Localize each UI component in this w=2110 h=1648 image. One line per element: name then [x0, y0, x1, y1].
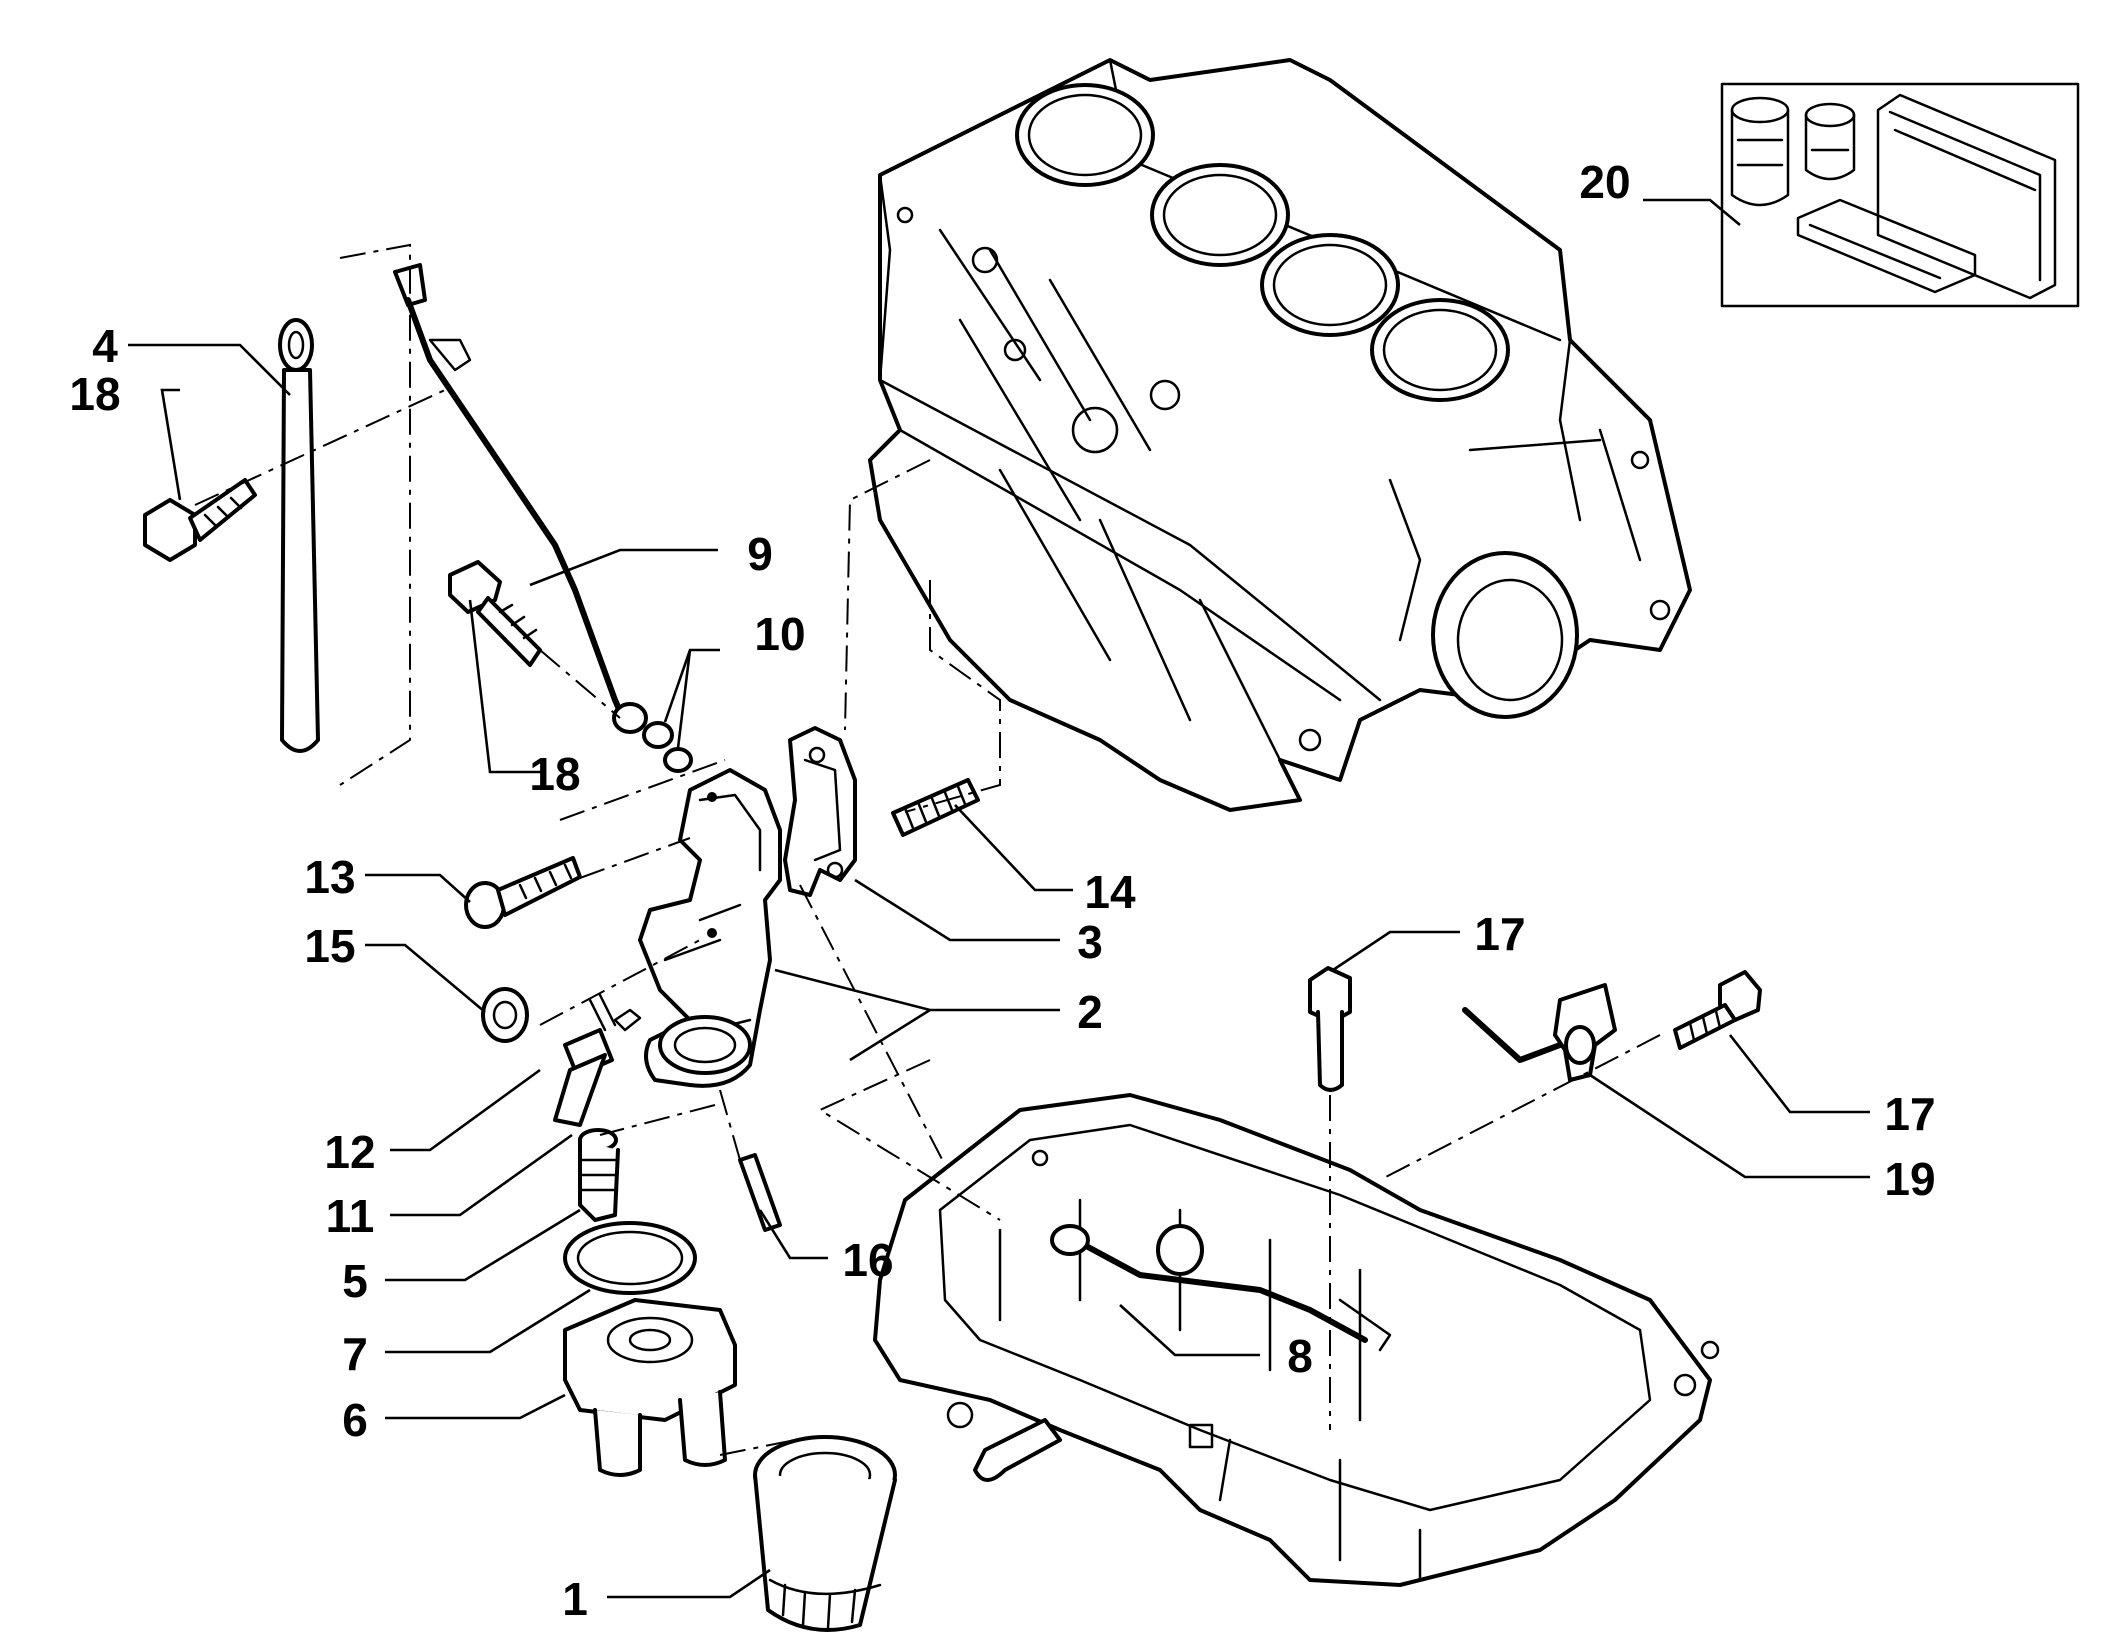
- callout-17-right: 17: [1884, 1088, 1935, 1140]
- dipstick-guide-tube[interactable]: [393, 263, 648, 734]
- callout-19: 19: [1884, 1153, 1935, 1205]
- callout-7: 7: [342, 1328, 368, 1380]
- sensor-seal-washer[interactable]: [613, 1008, 642, 1032]
- assembly-axis-lines: [194, 243, 1661, 1456]
- callout-18-top: 18: [69, 368, 120, 420]
- callout-16: 16: [842, 1234, 893, 1286]
- callout-15: 15: [304, 920, 355, 972]
- callout-10: 10: [754, 608, 805, 660]
- oil-pickup-pipe[interactable]: [1050, 1224, 1392, 1352]
- callout-14: 14: [1084, 866, 1136, 918]
- callout-6: 6: [342, 1394, 368, 1446]
- callout-13: 13: [304, 851, 355, 903]
- dowel-pin[interactable]: [738, 1153, 782, 1232]
- threaded-adapter[interactable]: [578, 1128, 620, 1222]
- callout-2: 2: [1077, 986, 1103, 1038]
- callout-9: 9: [747, 528, 773, 580]
- engine-block[interactable]: [868, 58, 1692, 812]
- callout-18-bottom: 18: [529, 748, 580, 800]
- callout-12: 12: [324, 1126, 375, 1178]
- service-kit-box[interactable]: [1720, 82, 2080, 308]
- callout-8: 8: [1287, 1330, 1313, 1382]
- bolt-13[interactable]: [464, 856, 582, 929]
- oil-cooler[interactable]: [563, 1298, 737, 1477]
- dipstick[interactable]: [278, 318, 320, 753]
- callout-11: 11: [326, 1190, 375, 1242]
- callout-5: 5: [342, 1255, 368, 1307]
- drain-plug[interactable]: [1308, 966, 1352, 1092]
- oil-filter-housing[interactable]: [638, 768, 782, 1088]
- leader-lines: [128, 198, 1870, 1599]
- bolt-18-lower[interactable]: [448, 560, 542, 667]
- bolt-18-upper[interactable]: [143, 478, 257, 562]
- oil-level-sensor[interactable]: [1462, 983, 1617, 1082]
- bolt-17[interactable]: [1673, 970, 1762, 1050]
- oil-filter[interactable]: [753, 1435, 897, 1632]
- callout-17-top: 17: [1474, 908, 1525, 960]
- cooler-o-ring[interactable]: [563, 1221, 697, 1295]
- housing-gasket[interactable]: [783, 726, 857, 897]
- callout-1: 1: [562, 1573, 588, 1625]
- callout-labels: 1 2 3 4 5 6 7 8 9 10 11 12 13 14 15 16 1…: [69, 156, 1935, 1625]
- callout-3: 3: [1077, 916, 1103, 968]
- callout-4: 4: [92, 320, 118, 372]
- callout-20: 20: [1579, 156, 1630, 208]
- stud-14[interactable]: [891, 778, 980, 837]
- nut-15[interactable]: [481, 987, 529, 1043]
- o-rings[interactable]: [642, 721, 693, 773]
- oil-pressure-switch[interactable]: [553, 993, 617, 1127]
